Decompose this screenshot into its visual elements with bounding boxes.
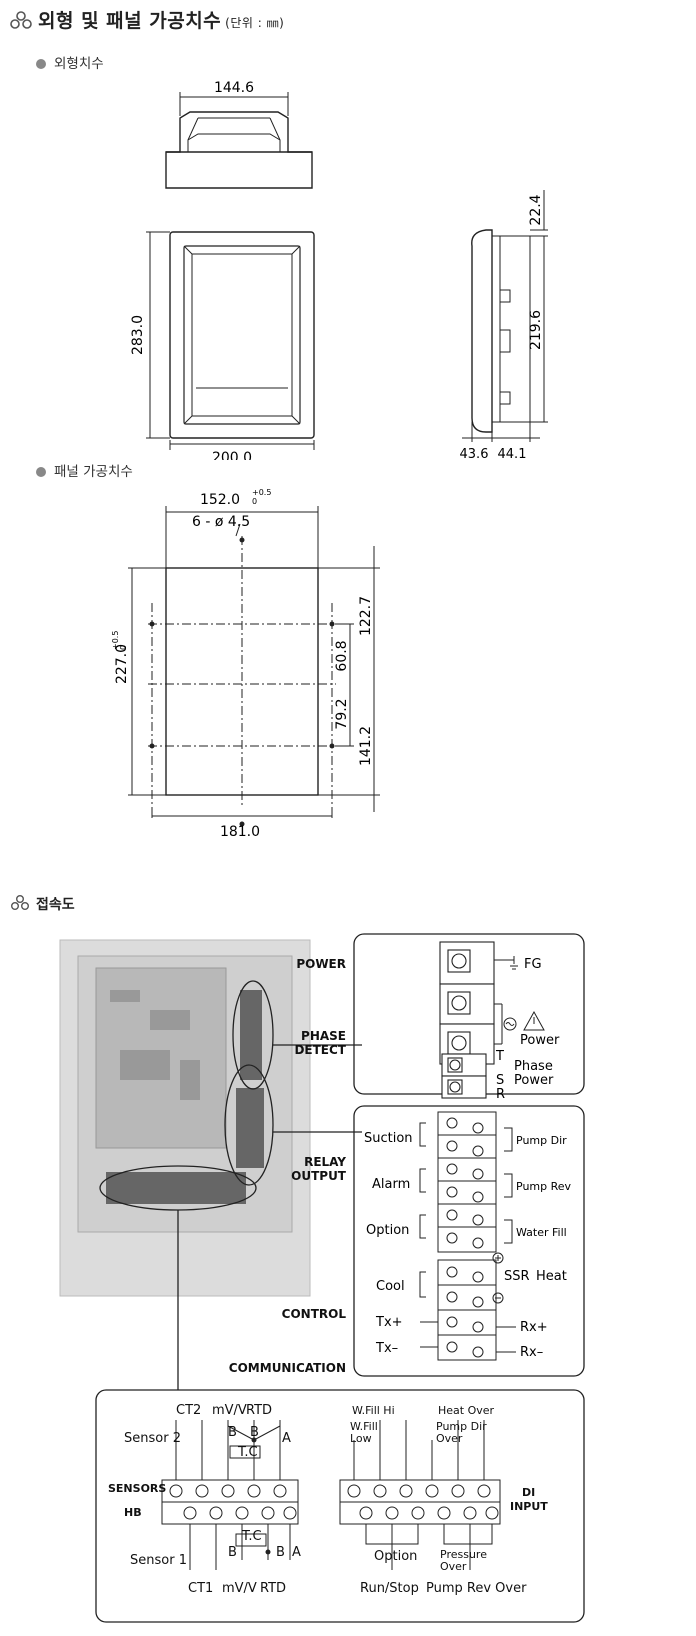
phase-detect-label-1: PHASE	[301, 1029, 346, 1043]
dim-panel-width-tol2: 0	[252, 497, 257, 506]
relay-output-label-2: OUTPUT	[291, 1169, 347, 1183]
dim-side-depth-a: 43.6	[460, 447, 489, 460]
tx-plus-label: Tx+	[375, 1315, 403, 1330]
panel-cut-drawing: 152.0 +0.5 0 6 - ø 4.5 227.0 +0.5 0 122.…	[111, 488, 380, 840]
outer-dims-drawing: 144.6 200.0 283.0 22.4 219.6 43.6 44.1	[130, 80, 548, 460]
ct1-label: CT1	[188, 1581, 213, 1596]
rtd-top-label: RTD	[246, 1403, 272, 1418]
b-top-label-1: B	[228, 1425, 237, 1440]
s-label: S	[496, 1073, 504, 1088]
pump-dir-label: Pump Dir	[516, 1134, 567, 1147]
di-label-2: INPUT	[510, 1500, 548, 1513]
heat-label: Heat	[536, 1269, 567, 1284]
panel-cut-label-text: 패널 가공치수	[54, 464, 133, 480]
dim-60-8: 60.8	[334, 640, 350, 671]
b-bottom-label-1: B	[228, 1545, 237, 1560]
run-stop-label: Run/Stop	[360, 1581, 419, 1596]
pump-dir-over-label-2: Over	[436, 1432, 463, 1445]
option-bottom-label: Option	[374, 1549, 417, 1564]
dim-141-2: 141.2	[358, 726, 374, 766]
ssr-label: SSR	[504, 1269, 530, 1284]
sensors-label-2: HB	[124, 1506, 142, 1519]
pump-dir-over-label-1: Pump Dir	[436, 1420, 487, 1433]
tc-bottom-label: T.C	[241, 1529, 262, 1544]
alarm-label: Alarm	[372, 1177, 410, 1192]
pump-rev-over-label: Pump Rev Over	[426, 1581, 527, 1596]
dim-front-height: 283.0	[130, 315, 146, 355]
dim-panel-height-tol2: 0	[119, 645, 128, 650]
pressure-over-label-2: Over	[440, 1560, 467, 1573]
power-label: Power	[520, 1033, 560, 1048]
rx-plus-label: Rx+	[520, 1320, 548, 1335]
heat-over-label: Heat Over	[438, 1404, 495, 1417]
relay-output-label-1: RELAY	[304, 1155, 346, 1169]
outer-dims-label: 외형치수	[36, 52, 104, 72]
dim-panel-height-tol: +0.5	[111, 631, 120, 650]
wiring-title-text: 접속도	[36, 897, 75, 913]
phase-detect-label-2: DETECT	[294, 1043, 346, 1057]
pump-rev-label: Pump Rev	[516, 1180, 572, 1193]
tc-top-label: T.C	[237, 1445, 258, 1460]
dim-side-top: 22.4	[528, 194, 544, 225]
control-label: CONTROL	[282, 1307, 347, 1321]
sensors-label-1: SENSORS	[108, 1482, 166, 1495]
bullet-icon	[10, 11, 32, 29]
rtd-bottom-label: RTD	[260, 1581, 286, 1596]
t-label: T	[495, 1049, 504, 1064]
dim-top-width: 144.6	[214, 80, 254, 96]
sensor2-label: Sensor 2	[124, 1431, 181, 1446]
holes-label: 6 - ø 4.5	[192, 514, 250, 530]
a-bottom-label: A	[292, 1545, 301, 1560]
cool-label: Cool	[376, 1279, 405, 1294]
mv-bottom-label: mV/V	[222, 1581, 257, 1596]
dim-side-depth-b: 44.1	[498, 447, 527, 460]
communication-label: COMMUNICATION	[229, 1361, 346, 1375]
b-top-label-2: B	[250, 1425, 259, 1440]
tx-minus-label: Tx–	[375, 1341, 398, 1356]
dim-panel-width-tol: +0.5	[252, 488, 271, 497]
di-label-1: DI	[522, 1486, 535, 1499]
bullet-dot-icon	[36, 467, 46, 477]
rx-minus-label: Rx–	[520, 1345, 543, 1360]
section-title-text: 외형 및 패널 가공치수	[38, 10, 222, 32]
option-label: Option	[366, 1223, 409, 1238]
dim-122-7: 122.7	[358, 596, 374, 636]
phase-power-label-2: Power	[514, 1073, 554, 1088]
r-label: R	[496, 1087, 505, 1102]
unit-label: (단위 : ㎜)	[225, 16, 285, 30]
b-bottom-label-2: B	[276, 1545, 285, 1560]
wiring-diagram: POWER PHASE DETECT RELAY OUTPUT CONTROL …	[59, 933, 585, 1623]
bullet-dot-icon	[36, 59, 46, 69]
phase-power-label-1: Phase	[514, 1059, 553, 1074]
panel-cut-label: 패널 가공치수	[36, 460, 133, 480]
wfill-hi-label: W.Fill Hi	[352, 1404, 395, 1417]
mv-top-label: mV/V	[212, 1403, 247, 1418]
wfill-low-label-2: Low	[350, 1432, 372, 1445]
dim-panel-height: 227.0	[114, 644, 130, 684]
water-fill-label: Water Fill	[516, 1226, 567, 1239]
outer-dims-label-text: 외형치수	[54, 56, 104, 72]
wfill-low-label-1: W.Fill	[350, 1420, 378, 1433]
wiring-title: 접속도	[10, 894, 75, 914]
power-section-label: POWER	[296, 957, 346, 971]
dim-panel-width: 152.0	[200, 492, 240, 508]
suction-label: Suction	[364, 1131, 413, 1146]
bullet-icon	[11, 895, 29, 910]
dim-181-0: 181.0	[220, 824, 260, 840]
dim-side-inner: 219.6	[528, 310, 544, 350]
a-top-label: A	[282, 1431, 291, 1446]
section-title: 외형 및 패널 가공치수(단위 : ㎜)	[10, 6, 284, 33]
dim-79-2: 79.2	[334, 698, 350, 729]
fg-label: FG	[524, 957, 542, 972]
dim-front-width: 200.0	[212, 450, 252, 460]
pressure-over-label-1: Pressure	[440, 1548, 487, 1561]
ct2-label: CT2	[176, 1403, 201, 1418]
sensor1-label: Sensor 1	[130, 1553, 187, 1568]
